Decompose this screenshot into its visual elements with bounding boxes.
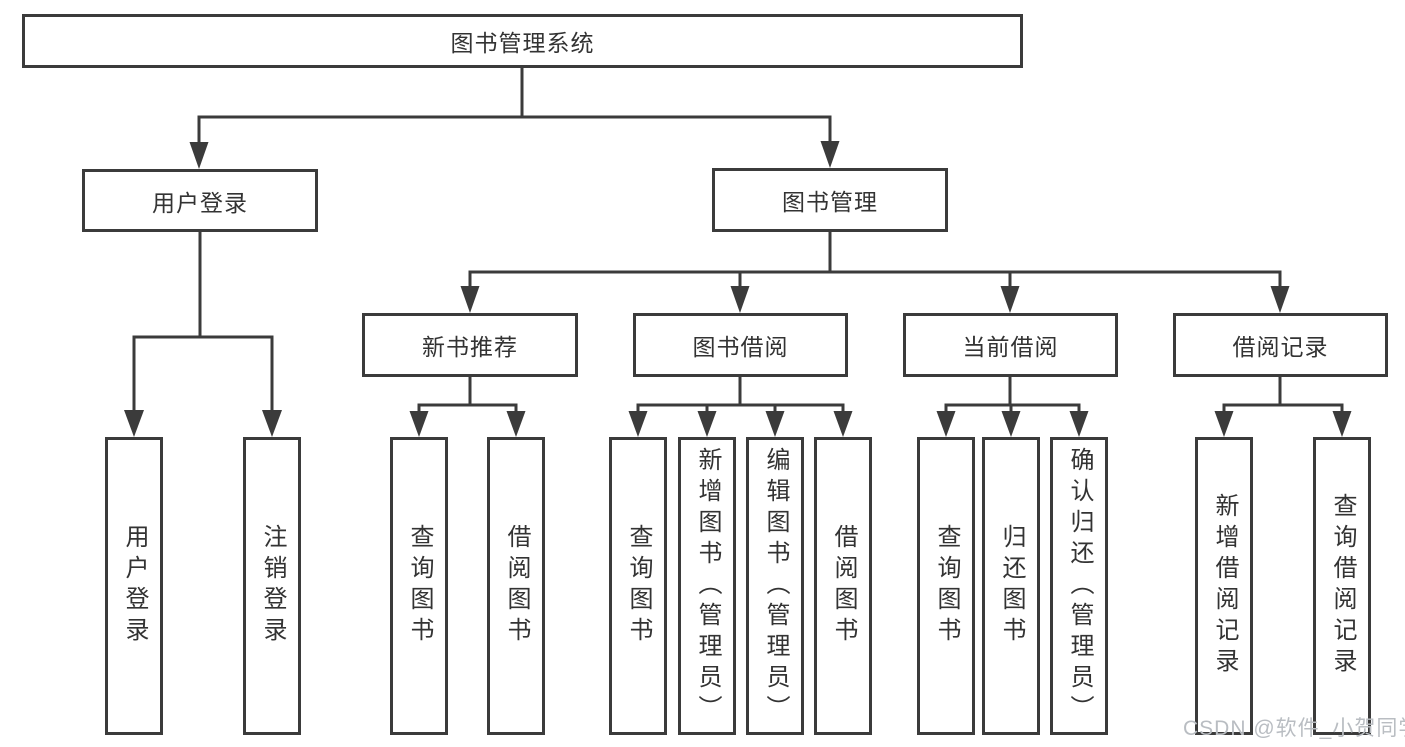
leaf-newbook-query-label: 查询图书 (406, 524, 433, 648)
leaf-user-login: 用户登录 (105, 437, 163, 735)
arrowheads (124, 141, 1352, 437)
node-root: 图书管理系统 (22, 14, 1023, 68)
leaf-borrow-add-admin-label: 新增图书（管理员） (694, 446, 721, 726)
node-borrowing-records: 借阅记录 (1173, 313, 1388, 377)
leaf-record-query-label: 查询借阅记录 (1329, 493, 1356, 679)
leaf-borrow-edit-admin: 编辑图书（管理员） (746, 437, 804, 735)
node-current-borrowing-label: 当前借阅 (962, 334, 1059, 360)
leaf-record-add-label: 新增借阅记录 (1211, 493, 1238, 679)
leaf-borrow-query: 查询图书 (609, 437, 667, 735)
leaf-newbook-query: 查询图书 (390, 437, 448, 735)
leaf-current-query: 查询图书 (917, 437, 975, 735)
leaf-logout-label: 注销登录 (259, 524, 286, 648)
leaf-borrow-edit-admin-label: 编辑图书（管理员） (762, 446, 789, 726)
leaf-current-return-label: 归还图书 (998, 524, 1025, 648)
leaf-record-add: 新增借阅记录 (1195, 437, 1253, 735)
node-current-borrowing: 当前借阅 (903, 313, 1118, 377)
leaf-newbook-borrow-label: 借阅图书 (503, 524, 530, 648)
node-book-management-label: 图书管理 (782, 189, 878, 215)
watermark-text: CSDN @软件_小贺同学 (1183, 717, 1405, 740)
leaf-logout: 注销登录 (243, 437, 301, 735)
node-borrowing-records-label: 借阅记录 (1232, 334, 1329, 360)
leaf-record-query: 查询借阅记录 (1313, 437, 1371, 735)
leaf-borrow-query-label: 查询图书 (625, 524, 652, 648)
node-book-borrowing: 图书借阅 (633, 313, 848, 377)
node-root-label: 图书管理系统 (450, 30, 595, 56)
leaf-borrow-borrow: 借阅图书 (814, 437, 872, 735)
node-book-management: 图书管理 (712, 168, 948, 232)
leaf-user-login-label: 用户登录 (121, 524, 148, 648)
node-new-book-recommend: 新书推荐 (362, 313, 578, 377)
leaf-newbook-borrow: 借阅图书 (487, 437, 545, 735)
leaf-current-query-label: 查询图书 (933, 524, 960, 648)
leaf-current-return: 归还图书 (982, 437, 1040, 735)
leaf-borrow-borrow-label: 借阅图书 (830, 524, 857, 648)
leaf-current-confirm-admin: 确认归还（管理员） (1050, 437, 1108, 735)
leaf-borrow-add-admin: 新增图书（管理员） (678, 437, 736, 735)
node-user-login-label: 用户登录 (152, 189, 248, 216)
node-book-borrowing-label: 图书借阅 (692, 334, 789, 360)
node-user-login: 用户登录 (82, 169, 318, 232)
node-new-book-recommend-label: 新书推荐 (422, 334, 518, 360)
leaf-current-confirm-admin-label: 确认归还（管理员） (1066, 446, 1093, 726)
